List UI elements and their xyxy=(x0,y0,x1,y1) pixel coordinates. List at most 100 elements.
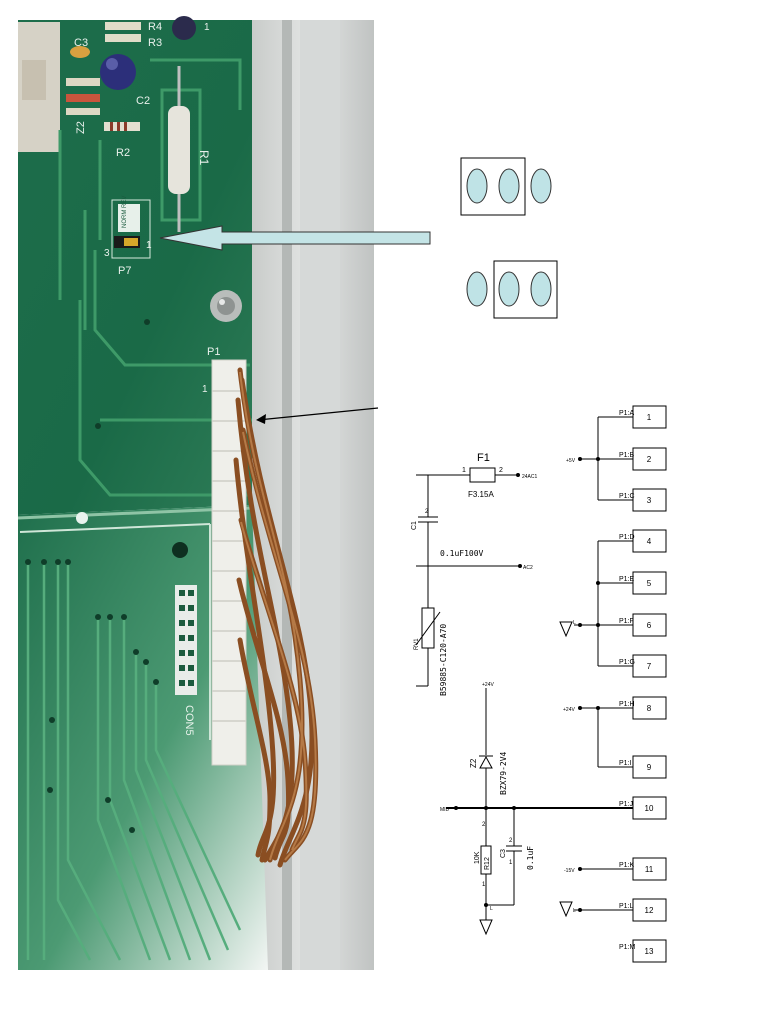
connector-pin-box xyxy=(632,696,667,720)
vias xyxy=(25,319,159,833)
connector-pin-ref: P1:C xyxy=(619,493,635,500)
net-minus15v: -15V xyxy=(564,868,575,874)
connector-wires xyxy=(574,416,633,911)
fuse-rating: F3.15A xyxy=(468,490,494,499)
resistor-r1 xyxy=(168,106,190,194)
jumper-pin-circle xyxy=(530,271,552,307)
label-c2: C2 xyxy=(136,95,150,107)
jumper-p7-silkscreen xyxy=(118,204,140,232)
mounting-hole xyxy=(172,542,188,558)
fuse-pin-right: 2 xyxy=(499,467,503,474)
cap-c1-pin: 2 xyxy=(425,509,429,515)
connector-pin-ref: P1:M xyxy=(619,944,636,951)
r12-value: 10K xyxy=(474,851,481,864)
jumper-silkscreen-text: NORM REV xyxy=(122,196,128,228)
label-top-1: 1 xyxy=(204,22,210,33)
c3-pin-bot: 1 xyxy=(509,860,513,866)
label-p7: P7 xyxy=(118,265,131,277)
varistor-label: RV1 xyxy=(414,638,420,650)
connector-pin-number: 10 xyxy=(645,804,654,813)
connector-pin-number: 1 xyxy=(647,413,652,422)
jumper-p7-outline xyxy=(111,199,151,259)
label-r1: R1 xyxy=(197,150,211,166)
resistor-r2 xyxy=(104,122,140,131)
white-dot xyxy=(76,512,88,524)
connector-pin-box xyxy=(632,654,667,678)
connector-pin-number: 12 xyxy=(645,906,654,915)
cap-c1-value: 0.1uF100V xyxy=(440,549,484,558)
label-r2: R2 xyxy=(116,147,130,159)
connector-pin-box xyxy=(632,529,667,553)
connector-pin-ref: P1:J xyxy=(619,801,633,808)
connector-ridges xyxy=(212,390,246,722)
resistor-r12 xyxy=(480,845,492,875)
label-p1: P1 xyxy=(207,346,220,358)
net-ac2: AC2 xyxy=(523,565,533,571)
net-24ac1: 24AC1 xyxy=(522,474,538,480)
connector-pin-number: 5 xyxy=(647,579,652,588)
jumper-position-bottom-box xyxy=(493,260,558,319)
net-plus24v: +24V xyxy=(563,707,575,713)
junction-dots xyxy=(578,457,600,912)
connector-pin-number: 4 xyxy=(647,537,652,546)
net-24v-top: +24V xyxy=(482,682,494,688)
chassis-rail xyxy=(282,20,292,970)
connector-pin-ref: P1:E xyxy=(619,576,635,583)
zener-z2 xyxy=(479,755,493,769)
jumper-diagram xyxy=(460,157,558,319)
label-c3: C3 xyxy=(74,37,88,49)
connector-pin-number: 11 xyxy=(645,865,654,874)
connector-pin-number: 9 xyxy=(647,763,652,772)
c3-label: C3 xyxy=(500,849,507,858)
connector-pin-number: 6 xyxy=(647,621,652,630)
jumper-pin-left: 3 xyxy=(104,248,110,259)
connector-pin-ref: P1:G xyxy=(619,659,635,666)
jumper-pin-circle xyxy=(498,168,520,204)
r12-pin-top: 2 xyxy=(482,822,486,828)
connector-pin-ref: P1:A xyxy=(619,410,635,417)
fuse-pin-left: 1 xyxy=(462,467,466,474)
jumper-pin-circle xyxy=(498,271,520,307)
zener-label: Z2 xyxy=(469,758,478,768)
capacitor-c3 xyxy=(70,46,90,58)
varistor-part: B59885-C120-A70 xyxy=(439,624,448,696)
resistor-r3 xyxy=(105,34,141,42)
jumper-pin-right: 1 xyxy=(146,240,152,251)
connector-pin-number: 3 xyxy=(647,496,652,505)
connector-pin-ref: P1:B xyxy=(619,452,635,459)
ground-symbol xyxy=(479,919,493,936)
fuse-f1 xyxy=(469,467,496,483)
connector-pin-ref: P1:I xyxy=(619,760,632,767)
con5-label: CON5 xyxy=(183,705,195,736)
r12-label: R12 xyxy=(484,857,491,870)
pcb-upper xyxy=(18,20,252,515)
r12-pin-bot: 1 xyxy=(482,882,486,888)
ground-label-bottom: L xyxy=(490,906,493,912)
label-z2: Z2 xyxy=(75,121,87,134)
label-r4: R4 xyxy=(148,21,162,33)
connector-pin-box xyxy=(632,857,667,881)
connector-pin-box xyxy=(632,939,667,963)
connector-pin-box xyxy=(632,898,667,922)
board-trace-edge xyxy=(19,523,211,533)
connector-pin-box xyxy=(632,488,667,512)
label-r3: R3 xyxy=(148,37,162,49)
resistor-r4 xyxy=(105,22,141,30)
connector-pin-number: 8 xyxy=(647,704,652,713)
connector-pin-box xyxy=(632,571,667,595)
net-plus5v: +5V xyxy=(566,458,576,464)
net-ground-mid: L xyxy=(573,620,576,626)
connector-pin-box xyxy=(632,405,667,429)
jumper-pin-circle xyxy=(466,271,488,307)
connector-pins: 1P1:A2P1:B3P1:C4P1:D5P1:E6P1:F7P1:G8P1:H… xyxy=(619,405,667,963)
arrow-to-connector xyxy=(257,407,379,421)
diode-z2 xyxy=(66,94,100,102)
component-top xyxy=(172,16,196,40)
wire-highlights xyxy=(239,371,317,861)
label-p1-pin1: 1 xyxy=(202,384,208,395)
c3-pin-top: 2 xyxy=(509,838,513,844)
cap-c1-label: C1 xyxy=(411,521,418,530)
connector-pin-ref: P1:H xyxy=(619,701,635,708)
connector-pin-number: 7 xyxy=(647,662,652,671)
